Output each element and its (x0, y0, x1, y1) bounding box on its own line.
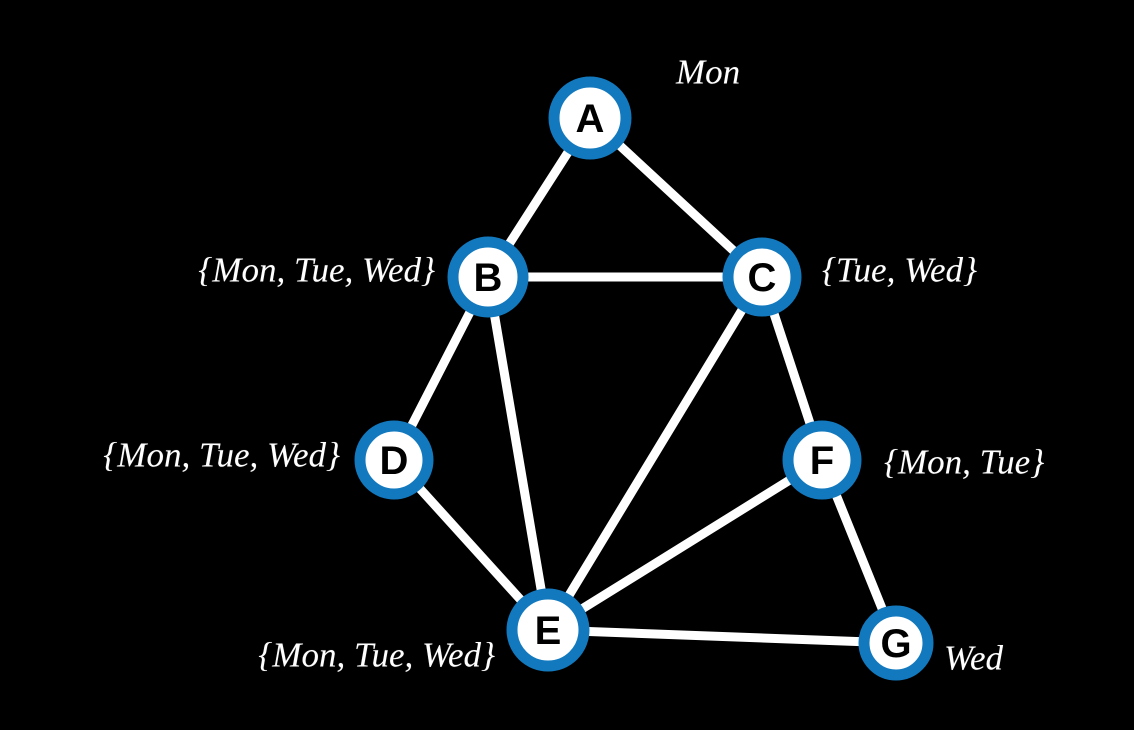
node-d-circle[interactable] (354, 420, 434, 500)
node-a-circle[interactable] (548, 76, 632, 160)
edges-group (389, 113, 901, 648)
edge-b-e (483, 272, 553, 635)
node-g[interactable]: G (858, 605, 934, 681)
node-b-circle[interactable] (447, 236, 529, 318)
domain-label-g: Wed (944, 638, 1003, 678)
domain-label-a: Mon (676, 52, 741, 92)
domain-label-f: {Mon, Tue} (884, 442, 1045, 482)
node-a-label: A (576, 97, 605, 141)
node-e-label: E (535, 609, 562, 653)
edge-c-e (543, 272, 767, 635)
node-g-label: G (880, 622, 911, 666)
domain-label-b: {Mon, Tue, Wed} (198, 250, 435, 290)
edge-e-g (543, 625, 901, 648)
node-a[interactable]: A (548, 76, 632, 160)
node-b-label: B (474, 256, 503, 300)
node-d[interactable]: D (354, 420, 434, 500)
node-c-circle[interactable] (722, 237, 802, 317)
node-b[interactable]: B (447, 236, 529, 318)
node-g-circle[interactable] (858, 605, 934, 681)
node-c[interactable]: C (722, 237, 802, 317)
node-e[interactable]: E (506, 588, 590, 672)
node-d-label: D (380, 439, 409, 483)
nodes-group: A B C D E F G (354, 76, 934, 681)
domain-label-d: {Mon, Tue, Wed} (103, 435, 340, 475)
node-e-circle[interactable] (506, 588, 590, 672)
node-f-label: F (810, 439, 834, 483)
node-c-label: C (748, 256, 777, 300)
domain-label-c: {Tue, Wed} (822, 250, 978, 290)
domain-label-e: {Mon, Tue, Wed} (258, 635, 495, 675)
node-f[interactable]: F (782, 420, 862, 500)
node-f-circle[interactable] (782, 420, 862, 500)
edge-e-f (543, 455, 827, 635)
